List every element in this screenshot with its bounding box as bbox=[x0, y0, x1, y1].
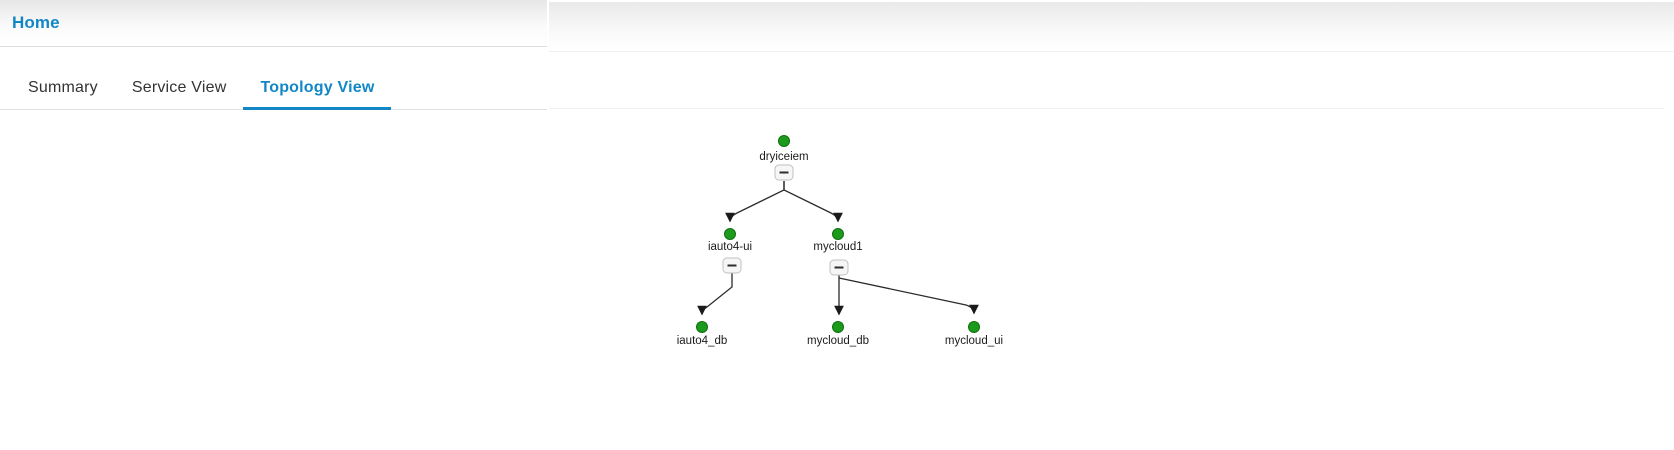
node-label-mycloud_ui: mycloud_ui bbox=[945, 335, 1003, 347]
collapse-button-iauto4-ui[interactable] bbox=[722, 257, 742, 274]
topology-tree: dryiceiem iauto4-ui mycloud1 bbox=[677, 135, 1003, 348]
topology-node-mycloud_ui[interactable]: mycloud_ui bbox=[945, 321, 1003, 348]
topology-node-dryiceiem[interactable]: dryiceiem bbox=[759, 135, 809, 164]
node-label-iauto4_db: iauto4_db bbox=[677, 335, 728, 347]
minus-icon bbox=[779, 171, 789, 174]
node-label-mycloud1: mycloud1 bbox=[813, 241, 862, 253]
node-label-mycloud_db: mycloud_db bbox=[807, 335, 869, 347]
edge-dryiceiem-iauto4-ui bbox=[725, 181, 785, 223]
edge-iauto4-ui-iauto4_db bbox=[697, 273, 733, 316]
green-dot-icon[interactable] bbox=[832, 228, 844, 240]
breadcrumb-home-link[interactable]: Home bbox=[12, 13, 60, 32]
node-label-iauto4-ui: iauto4-ui bbox=[708, 241, 752, 253]
topology-node-iauto4-ui[interactable]: iauto4-ui bbox=[708, 228, 752, 254]
tab-service-view[interactable]: Service View bbox=[131, 79, 227, 96]
green-dot-icon[interactable] bbox=[968, 321, 980, 333]
topology-node-mycloud1[interactable]: mycloud1 bbox=[813, 228, 863, 254]
green-dot-icon[interactable] bbox=[696, 321, 708, 333]
collapse-button-mycloud1[interactable] bbox=[829, 259, 849, 276]
minus-icon bbox=[834, 266, 844, 269]
topology-card-header bbox=[549, 2, 1674, 52]
tab-topology-view[interactable]: Topology View bbox=[243, 79, 392, 110]
tab-summary[interactable]: Summary bbox=[28, 79, 98, 96]
green-dot-icon[interactable] bbox=[778, 135, 790, 147]
green-dot-icon[interactable] bbox=[832, 321, 844, 333]
topology-card-subheader bbox=[549, 52, 1664, 109]
node-label-dryiceiem: dryiceiem bbox=[759, 151, 808, 163]
topology-card: dryiceiem iauto4-ui mycloud1 bbox=[549, 0, 1674, 450]
navigation-card: Home Summary Service View Topology View bbox=[0, 0, 547, 450]
collapse-button-dryiceiem[interactable] bbox=[774, 164, 794, 181]
topology-node-mycloud_db[interactable]: mycloud_db bbox=[807, 321, 869, 348]
edge-mycloud1-mycloud_ui bbox=[838, 277, 979, 315]
tab-bar: Summary Service View Topology View bbox=[0, 47, 547, 110]
edge-dryiceiem-mycloud1 bbox=[783, 181, 843, 223]
breadcrumb-bar: Home bbox=[0, 0, 547, 47]
minus-icon bbox=[727, 264, 737, 267]
topology-node-iauto4_db[interactable]: iauto4_db bbox=[677, 321, 728, 348]
green-dot-icon[interactable] bbox=[724, 228, 736, 240]
